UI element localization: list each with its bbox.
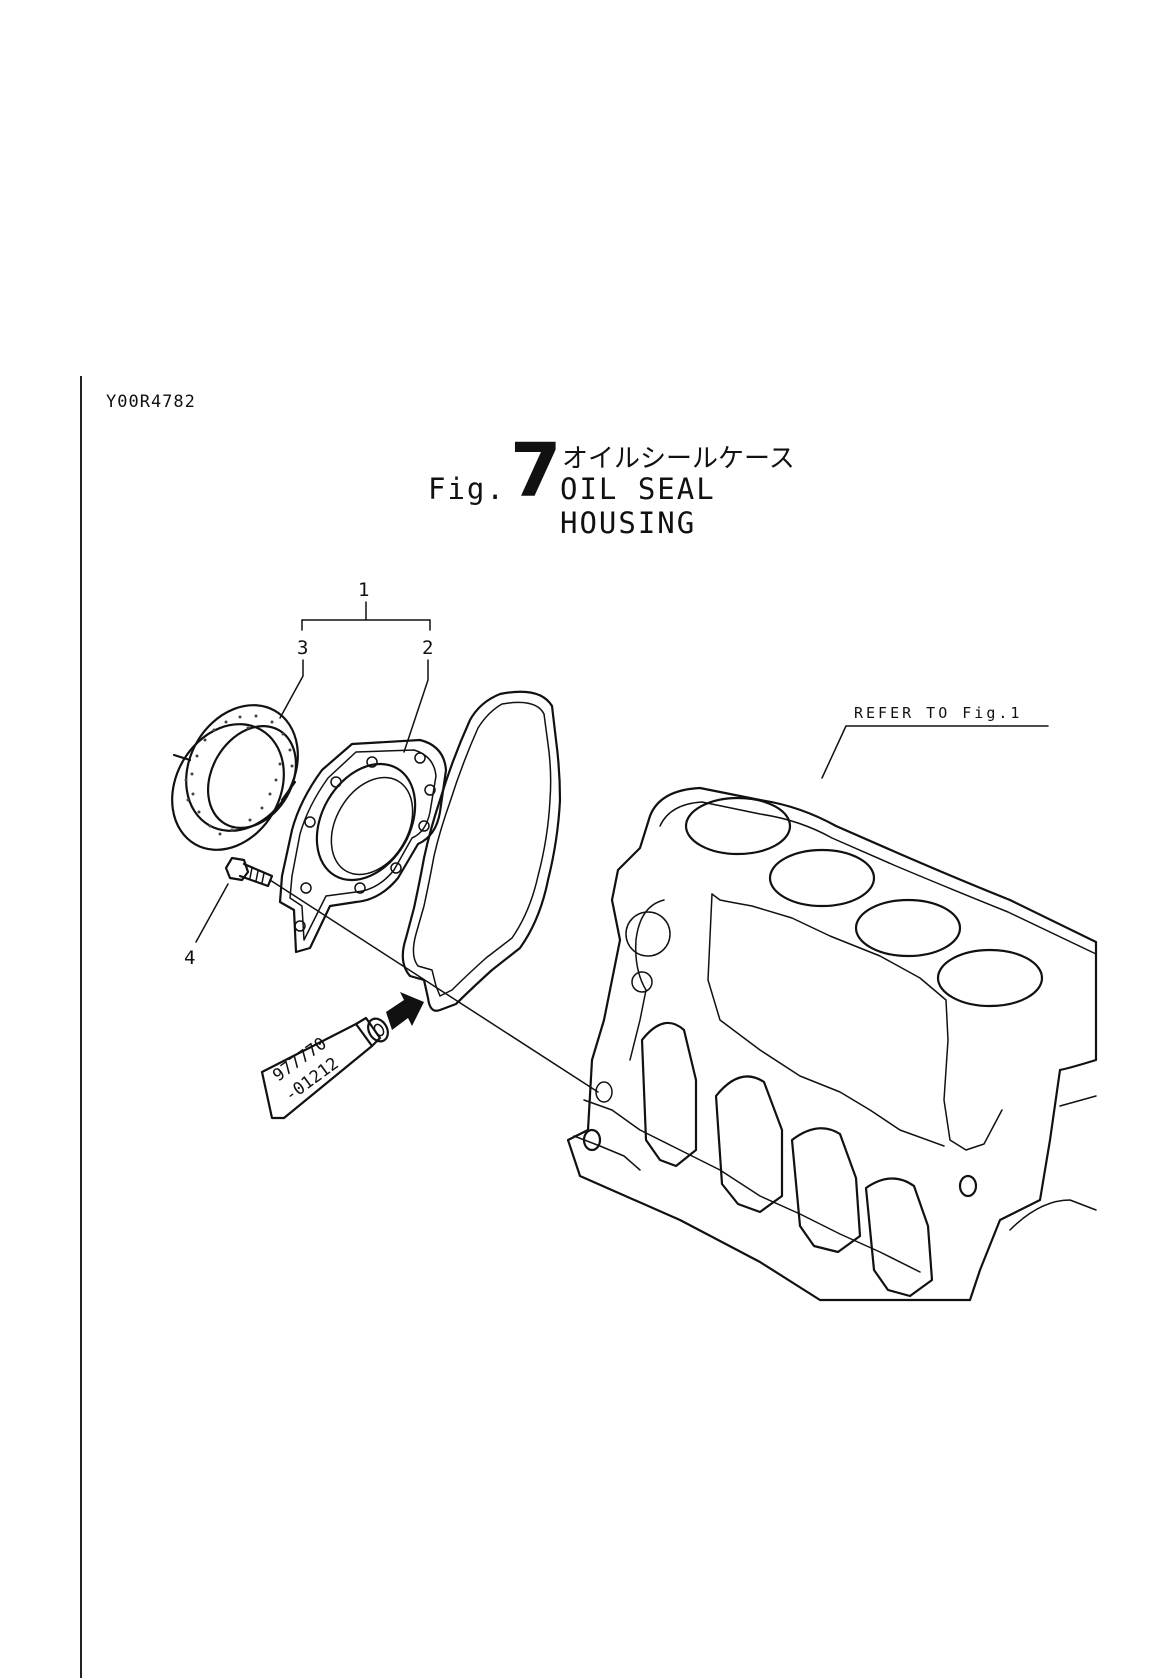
alignment-line [270,880,598,1092]
reference-note: REFER TO Fig.1 [854,704,1022,722]
oil-seal-ring [150,685,320,870]
callout-1: 1 [358,579,369,601]
leader-4 [196,884,228,942]
cylinder-block [568,788,1096,1300]
reference-leader [822,726,1048,778]
oil-seal-housing [280,740,446,952]
sealant-tube: 977770 -01212 [262,1015,392,1118]
gasket [403,692,560,1011]
callout-2: 2 [422,637,433,659]
leader-3 [280,660,303,718]
leader-2 [404,660,428,752]
flange-bolt [226,858,272,886]
callout-3: 3 [297,637,308,659]
callout-4: 4 [184,947,195,969]
callout-1-bracket [302,602,430,630]
sealant-arrow [386,992,424,1030]
